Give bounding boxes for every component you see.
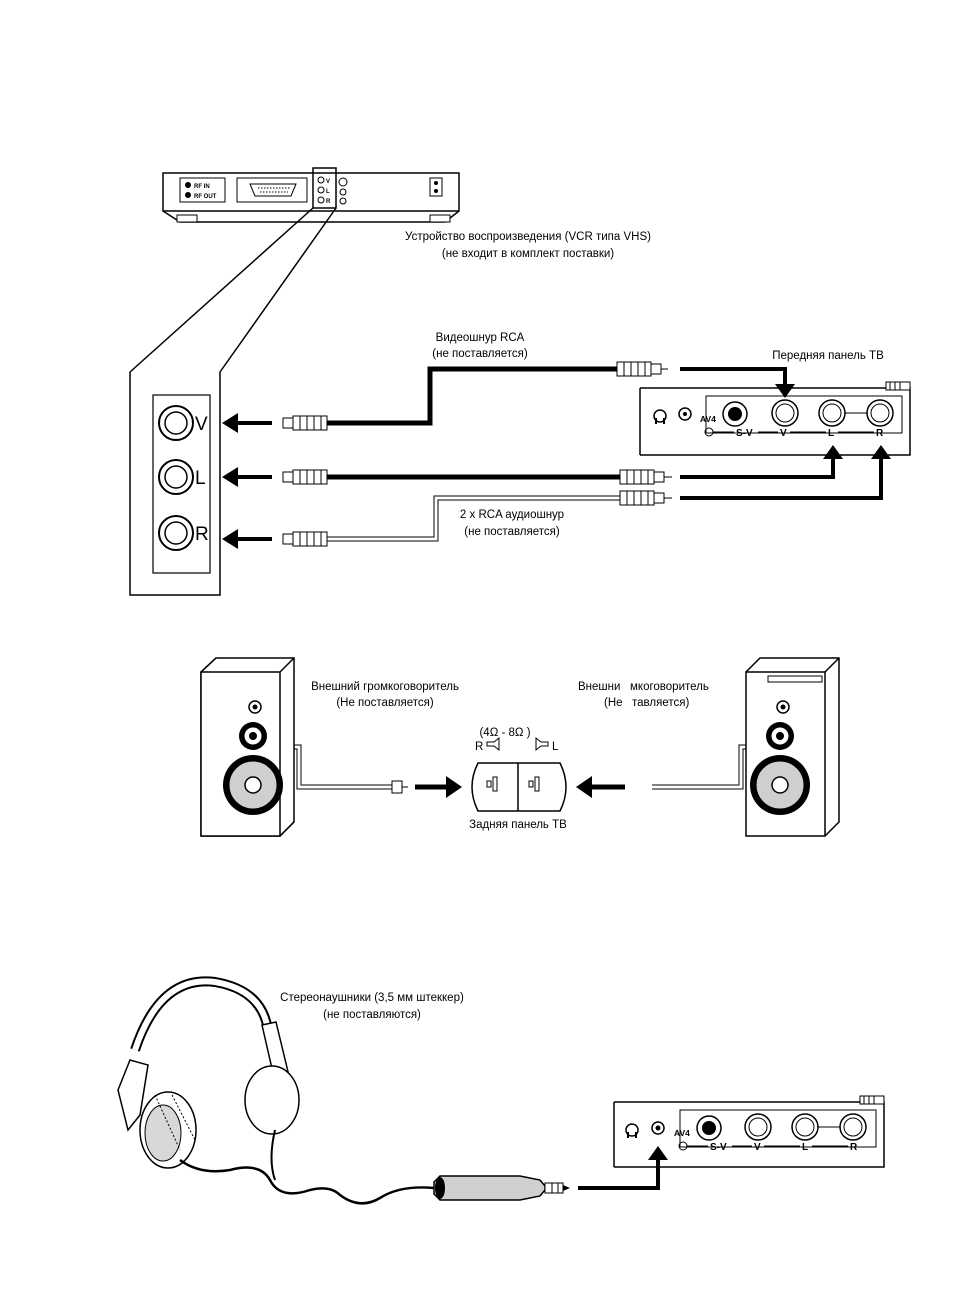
- speaker-r-label: R: [475, 741, 483, 753]
- speaker-right-caption-2b: тавляется): [632, 697, 689, 709]
- speaker-right-cable: [652, 744, 746, 790]
- zoom-v-label: V: [195, 414, 208, 435]
- headphones-cord: [179, 1129, 435, 1205]
- tv-front-r: R: [876, 428, 884, 439]
- rf-out-jack: [185, 192, 191, 198]
- tv-front-arrows: [680, 367, 891, 500]
- zoom-jack-l: [158, 459, 194, 495]
- speaker-right-arrow: [576, 776, 625, 798]
- tv-front-v: V: [780, 428, 787, 439]
- rf-in-jack: [185, 182, 191, 188]
- speaker-left-cable: [294, 744, 462, 798]
- speaker-l-icon: [535, 736, 549, 752]
- rf-out-label: RF OUT: [194, 194, 217, 200]
- headphones-caption-1: Стереонаушники (3,5 мм штеккер): [280, 992, 464, 1004]
- tv-front-panel: AV4 S-V V L R: [639, 381, 911, 456]
- rear-panel-caption: Задняя панель ТВ: [469, 819, 567, 831]
- tv-front-title: Передняя панель ТВ: [772, 350, 884, 362]
- video-cable-caption-1: Видеошнур RCA: [436, 332, 525, 344]
- vcr-caption-1: Устройство воспроизведения (VCR типа VHS…: [405, 231, 651, 243]
- bottom-headphone-icon: [625, 1123, 639, 1137]
- speaker-right-caption-1b: мкоговоритель: [630, 681, 709, 693]
- speaker-left-caption-2: (Не поставляется): [336, 697, 434, 709]
- tv-bottom-av4: AV4: [674, 1128, 690, 1138]
- zoom-l-label: L: [195, 468, 206, 489]
- vcr-l-label: L: [326, 189, 330, 195]
- impedance-label: (4Ω - 8Ω ): [479, 727, 530, 739]
- vcr-r-label: R: [326, 199, 331, 205]
- rca-plugs-left: [282, 415, 328, 547]
- headphone-arrow: [578, 1146, 668, 1190]
- tv-bottom-l: L: [802, 1142, 808, 1153]
- zoom-r-label: R: [195, 524, 209, 545]
- audio-cable-left: [327, 469, 672, 485]
- tv-bottom-panel: AV4 S-V V L R: [613, 1095, 885, 1168]
- rf-in-label: RF IN: [194, 184, 210, 190]
- speaker-left: [200, 657, 295, 837]
- tv-bottom-sv: S-V: [710, 1142, 727, 1153]
- vcr-device: RF IN RF OUT V L R: [162, 167, 460, 223]
- video-cable: [327, 361, 668, 426]
- tv-bottom-r: R: [850, 1142, 858, 1153]
- tv-front-l: L: [828, 428, 834, 439]
- tv-rear-speaker-terminal: [471, 762, 567, 812]
- headphone-icon: [653, 409, 667, 423]
- zoom-jack-v: [158, 405, 194, 441]
- speaker-right: [745, 657, 840, 837]
- headphones-caption-2: (не поставляются): [323, 1009, 421, 1021]
- speaker-right-caption-2a: (Не: [604, 697, 623, 709]
- tv-svideo-jack: [722, 401, 748, 427]
- vcr-caption-2: (не входит в комплект поставки): [442, 248, 614, 260]
- video-cable-caption-2: (не поставляется): [432, 348, 528, 360]
- tv-bottom-v: V: [754, 1142, 761, 1153]
- vcr-zoom-panel: V L R: [129, 372, 221, 596]
- scart-connector: [249, 183, 297, 197]
- tv-front-av4: AV4: [700, 414, 716, 424]
- vcr-zoom-frame: [312, 167, 337, 209]
- speaker-r-icon: [486, 736, 500, 752]
- audio-cable-right: [327, 490, 672, 542]
- audio-cable-caption-1: 2 x RCA аудиошнур: [460, 509, 564, 521]
- audio-cable-caption-2: (не поставляется): [464, 526, 560, 538]
- zoom-jack-r: [158, 515, 194, 551]
- vcr-input-arrows: [222, 413, 272, 549]
- speaker-left-caption-1: Внешний громкоговоритель: [311, 681, 459, 693]
- headphone-plug: [433, 1175, 570, 1201]
- headphone-jack: [651, 1121, 665, 1135]
- tv-front-jack-v: [771, 399, 799, 427]
- headphones-illustration: [117, 976, 300, 1169]
- speaker-l-label: L: [552, 741, 559, 753]
- vcr-v-label: V: [326, 179, 330, 185]
- speaker-right-caption-1a: Внешни: [578, 681, 620, 693]
- tv-front-sv: S-V: [736, 428, 753, 439]
